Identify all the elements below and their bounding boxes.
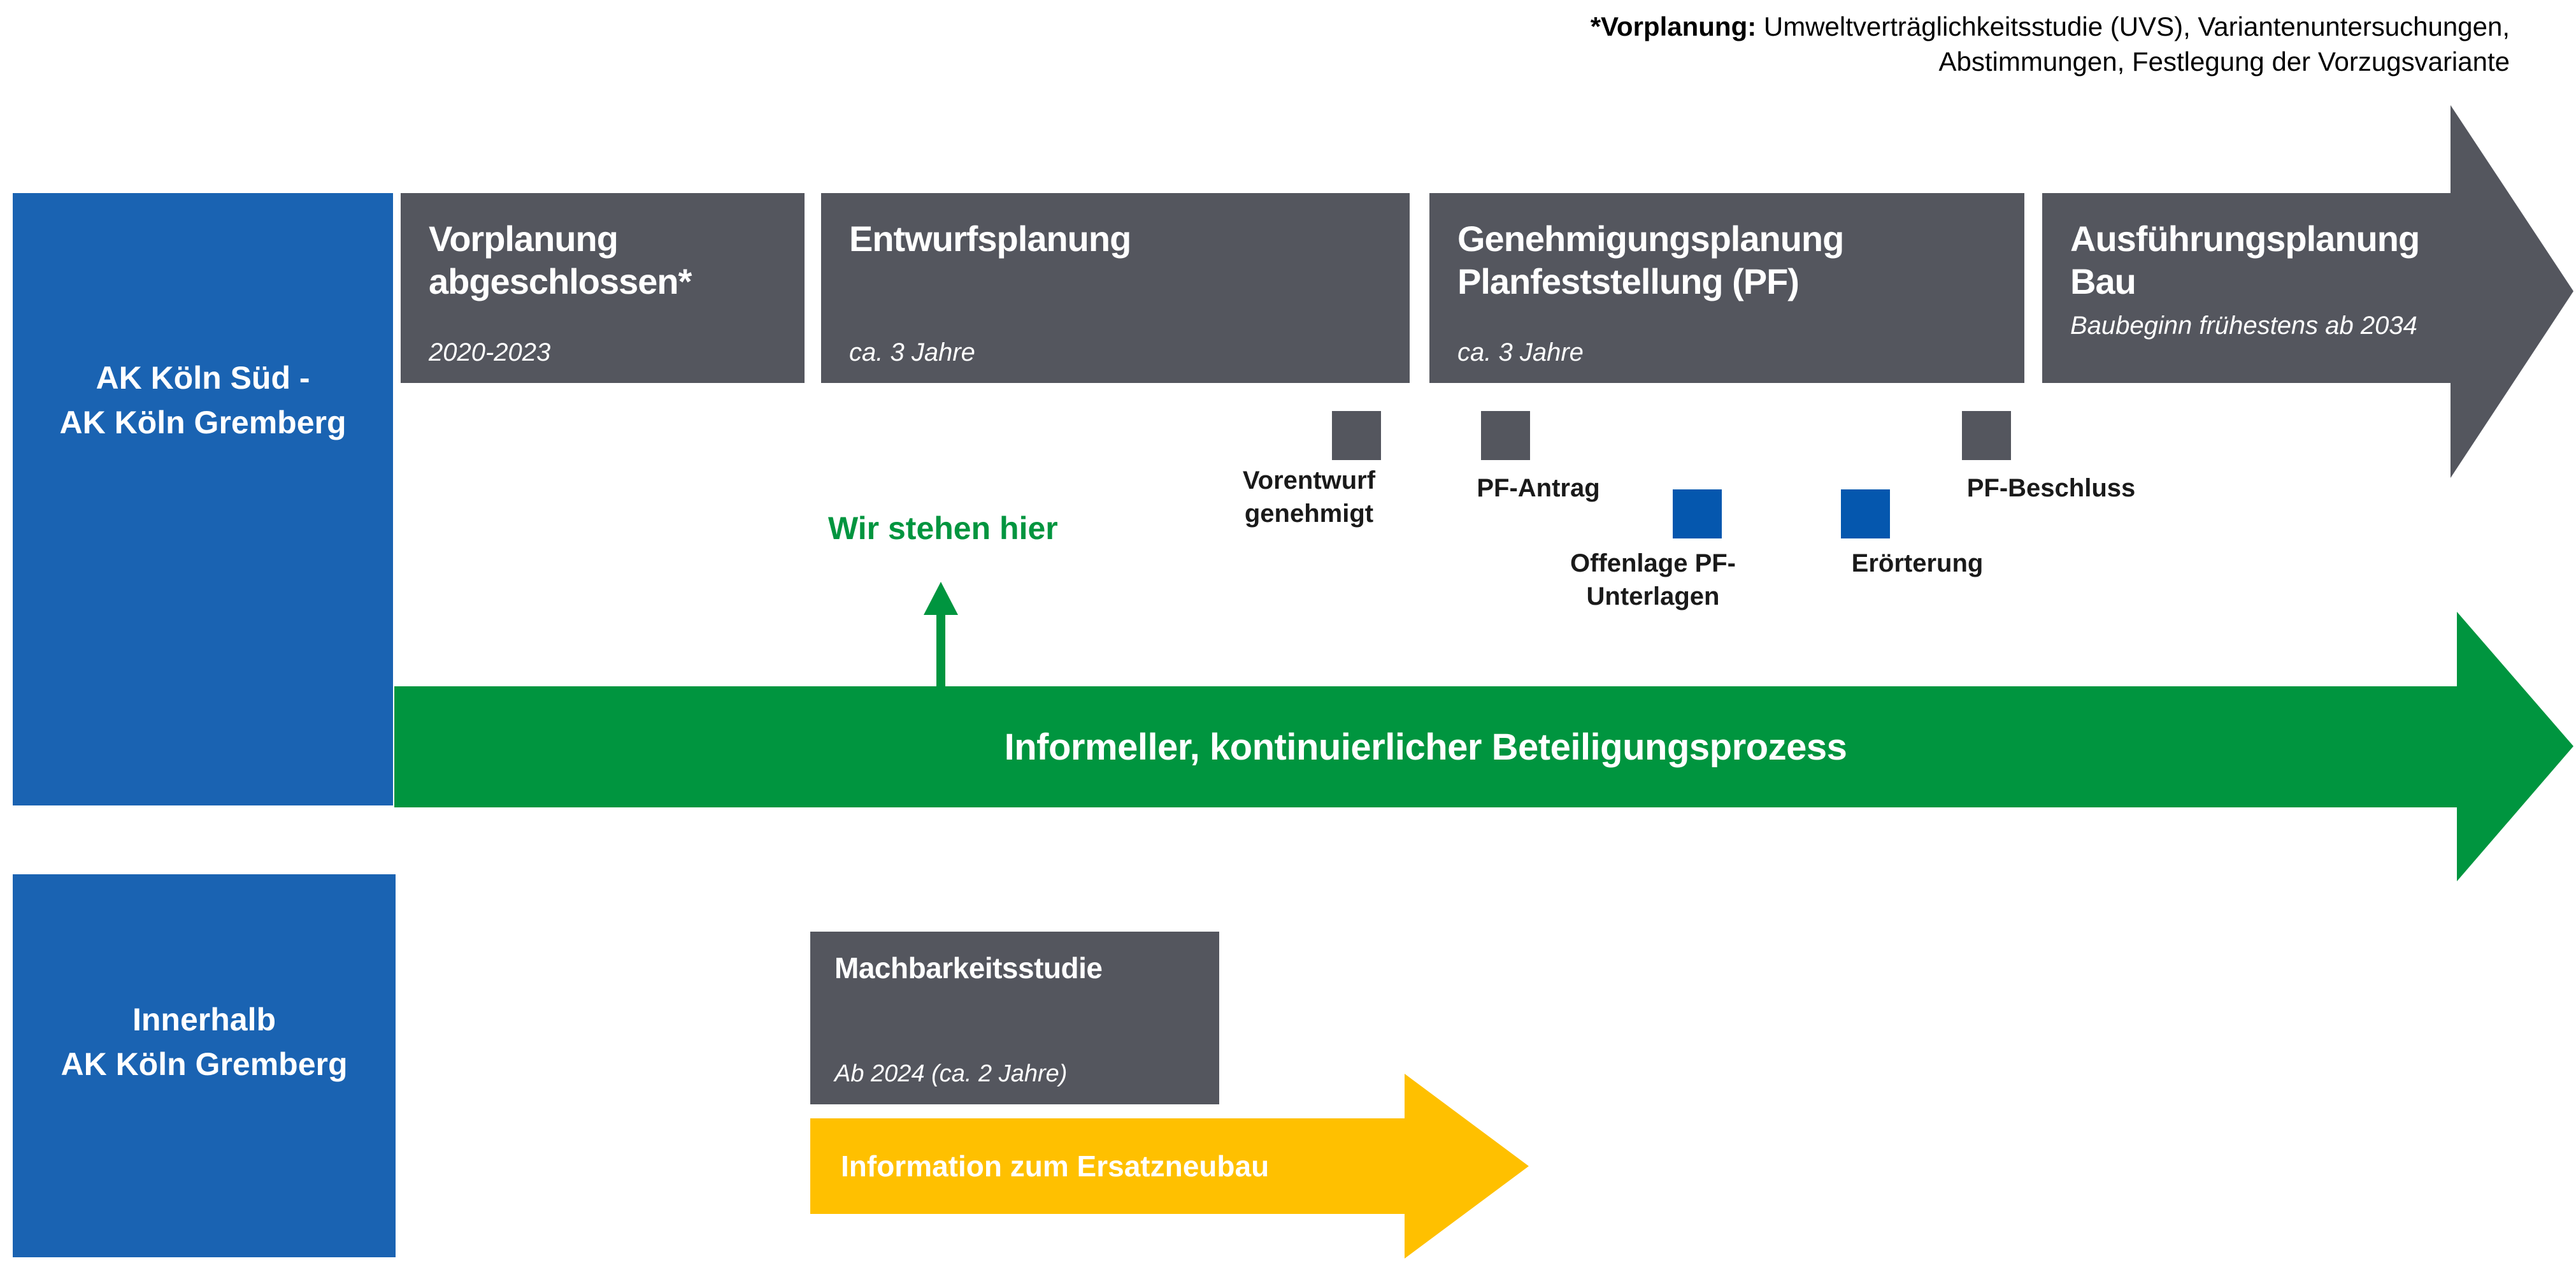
phase-ausfuehrungsplanung-arrow: Ausführungsplanung Bau Baubeginn frühest… <box>2042 105 2573 478</box>
study-subtitle: Ab 2024 (ca. 2 Jahre) <box>834 1060 1068 1087</box>
up-arrow-icon <box>924 582 958 688</box>
scope-label: Innerhalb AK Köln Gremberg <box>13 997 396 1086</box>
scope-line1: Innerhalb <box>132 1002 276 1037</box>
phase-subtitle: ca. 3 Jahre <box>849 338 975 366</box>
phase-subtitle: 2020-2023 <box>429 338 551 366</box>
phase-text: Ausführungsplanung Bau Baubeginn frühest… <box>2070 217 2491 340</box>
scope-line2: AK Köln Gremberg <box>59 405 347 440</box>
milestone-marker-offenlage <box>1673 489 1722 538</box>
scope-line2: AK Köln Gremberg <box>61 1046 348 1082</box>
machbarkeitsstudie-box: Machbarkeitsstudie Ab 2024 (ca. 2 Jahre) <box>810 932 1219 1104</box>
phase-subtitle: Baubeginn frühestens ab 2034 <box>2070 312 2417 340</box>
milestone-label-pf-antrag: PF-Antrag <box>1477 474 1600 502</box>
milestone-label-eroerterung: Erörterung <box>1851 549 1984 577</box>
phase-subtitle: ca. 3 Jahre <box>1457 338 1584 366</box>
phase-vorplanung: Vorplanung abgeschlossen* 2020-2023 <box>401 193 805 383</box>
phase-title: Ausführungsplanung Bau <box>2070 219 2420 302</box>
footnote-term: *Vorplanung: <box>1590 11 1757 41</box>
phase-entwurfsplanung: Entwurfsplanung ca. 3 Jahre <box>821 193 1410 383</box>
scope-line1: AK Köln Süd - <box>96 360 310 396</box>
phase-title: Vorplanung abgeschlossen* <box>429 219 692 302</box>
scope-label: AK Köln Süd - AK Köln Gremberg <box>13 356 393 445</box>
scope-box-ak-koeln-sued-gremberg: AK Köln Süd - AK Köln Gremberg <box>13 193 393 805</box>
milestone-label-vorentwurf: Vorentwurf genehmigt <box>1242 466 1376 528</box>
milestone-marker-pf-beschluss <box>1962 411 2011 460</box>
participation-arrow-label: Informeller, kontinuierlicher Beteiligun… <box>1004 726 1847 768</box>
footnote-line2: Abstimmungen, Festlegung der Vorzugsvari… <box>1938 47 2510 77</box>
info-arrow-label: Information zum Ersatzneubau <box>841 1150 1270 1183</box>
footnote-line1: *Vorplanung: Umweltverträglichkeitsstudi… <box>1401 9 2510 44</box>
scope-box-innerhalb-ak-koeln-gremberg: Innerhalb AK Köln Gremberg <box>13 874 396 1257</box>
phase-title: Genehmigungsplanung Planfeststellung (PF… <box>1457 219 1844 302</box>
status-label: Wir stehen hier <box>828 510 1058 546</box>
milestone-marker-eroerterung <box>1841 489 1890 538</box>
vorplanung-footnote: *Vorplanung: Umweltverträglichkeitsstudi… <box>1401 9 2510 80</box>
phase-title: Entwurfsplanung <box>849 219 1131 259</box>
milestone-marker-vorentwurf <box>1332 411 1381 460</box>
milestone-label-offenlage: Offenlage PF-Unterlagen <box>1570 549 1736 610</box>
milestone-marker-pf-antrag <box>1481 411 1530 460</box>
footnote-line1-rest: Umweltverträglichkeitsstudie (UVS), Vari… <box>1756 11 2510 41</box>
milestone-label-pf-beschluss: PF-Beschluss <box>1966 474 2136 502</box>
phase-genehmigungsplanung: Genehmigungsplanung Planfeststellung (PF… <box>1429 193 2024 383</box>
study-title: Machbarkeitsstudie <box>834 951 1103 985</box>
